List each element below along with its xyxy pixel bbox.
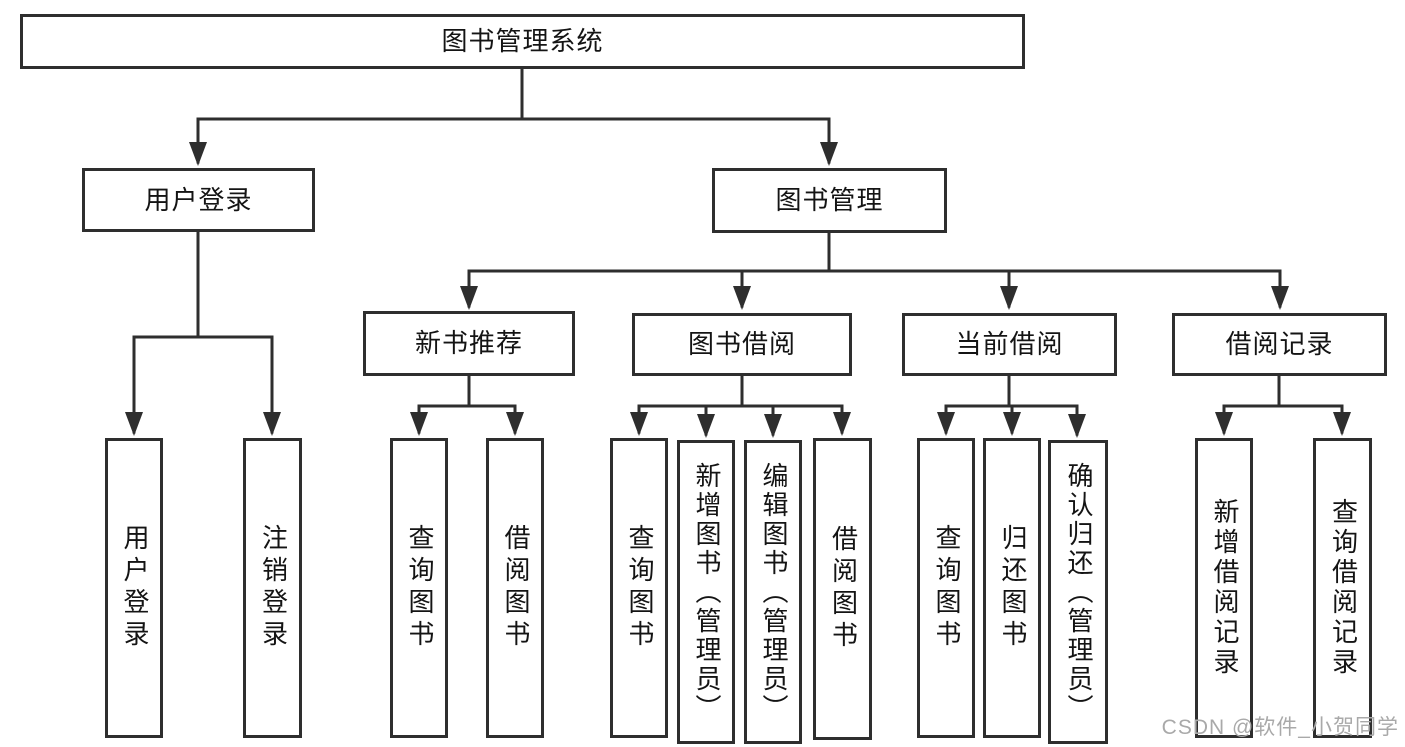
node-label: 图书管理 (775, 185, 884, 216)
node-borrow-records: 借阅记录 (1172, 313, 1387, 376)
watermark-csdn: CSDN @软件_小贺同学 (1161, 716, 1399, 739)
node-label: 注销登录 (258, 524, 289, 652)
node-label: 借阅图书 (828, 525, 859, 653)
node-new-book-recommend: 新书推荐 (363, 311, 575, 376)
leaf-logout: 注销登录 (243, 438, 302, 738)
node-label: 归还图书 (997, 524, 1028, 652)
leaf-query-books-current: 查询图书 (917, 438, 975, 738)
leaf-edit-book-admin: 编辑图书（管理员） (744, 440, 802, 744)
leaf-query-books-recommend: 查询图书 (390, 438, 448, 738)
leaf-query-borrow-record: 查询借阅记录 (1313, 438, 1372, 738)
node-label: 新增图书（管理员） (691, 461, 722, 723)
leaf-borrow-books-recommend: 借阅图书 (486, 438, 544, 738)
node-label: 借阅图书 (500, 524, 531, 652)
node-label: 用户登录 (144, 184, 253, 215)
leaf-borrow-books-borrow: 借阅图书 (813, 438, 872, 740)
node-current-borrow: 当前借阅 (902, 313, 1117, 376)
node-label: 新增借阅记录 (1209, 498, 1240, 678)
node-label: 确认归还（管理员） (1063, 461, 1094, 723)
node-label: 编辑图书（管理员） (758, 461, 789, 723)
node-label: 当前借阅 (955, 329, 1064, 360)
node-label: 新书推荐 (414, 328, 523, 359)
node-label: 查询图书 (404, 524, 435, 652)
node-book-borrow: 图书借阅 (632, 313, 852, 376)
node-label: 图书借阅 (687, 329, 796, 360)
leaf-add-book-admin: 新增图书（管理员） (677, 440, 735, 744)
leaf-confirm-return-admin: 确认归还（管理员） (1048, 440, 1108, 744)
node-label: 查询图书 (624, 524, 655, 652)
node-label: 图书管理系统 (441, 26, 604, 57)
leaf-add-borrow-record: 新增借阅记录 (1195, 438, 1253, 738)
node-library-management-system: 图书管理系统 (20, 14, 1025, 69)
leaf-return-book: 归还图书 (983, 438, 1041, 738)
node-user-login: 用户登录 (82, 168, 315, 232)
node-book-management: 图书管理 (712, 168, 947, 233)
node-label: 借阅记录 (1225, 329, 1334, 360)
leaf-query-books-borrow: 查询图书 (610, 438, 668, 738)
node-label: 用户登录 (119, 524, 150, 652)
leaf-user-login: 用户登录 (105, 438, 163, 738)
node-label: 查询借阅记录 (1328, 498, 1359, 678)
node-label: 查询图书 (931, 524, 962, 652)
